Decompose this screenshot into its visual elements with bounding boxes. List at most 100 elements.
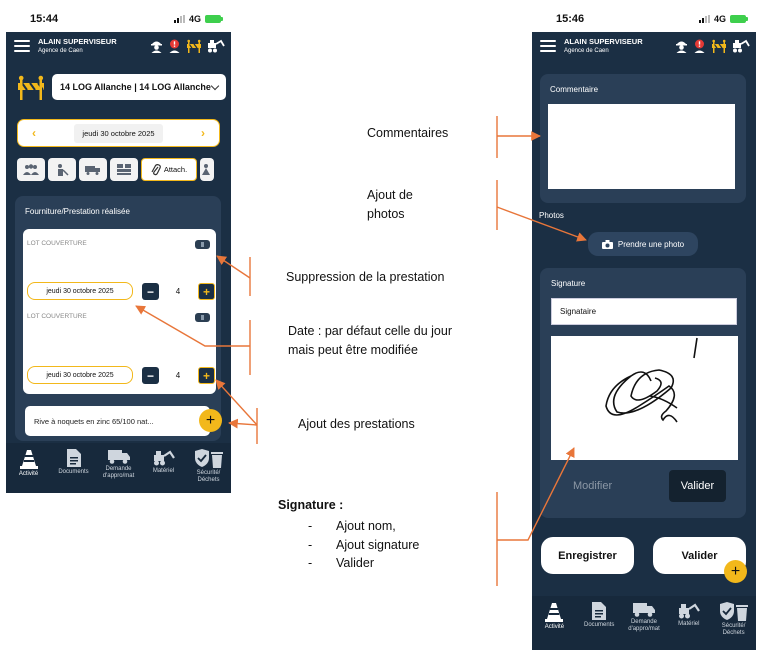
shield-trash-icon bbox=[194, 449, 223, 468]
excavator-icon bbox=[678, 603, 700, 619]
annotation-date-line1: Date : par défaut celle du jour bbox=[288, 324, 452, 338]
nav-demande[interactable]: Demande d'appro/mat bbox=[625, 602, 663, 633]
add-button[interactable]: + bbox=[724, 560, 747, 583]
previous-date-button[interactable]: ‹ bbox=[32, 126, 36, 140]
signature-title: Signature bbox=[551, 279, 586, 288]
menu-icon[interactable] bbox=[14, 40, 30, 52]
annotation-signature-item: Ajout nom, bbox=[308, 517, 419, 536]
team-icon bbox=[23, 164, 39, 175]
alert-worker-icon[interactable] bbox=[168, 39, 181, 53]
excavator-icon[interactable] bbox=[207, 39, 225, 53]
alert-worker-icon[interactable] bbox=[693, 39, 706, 53]
add-prestation-text: Rive à noquets en zinc 65/100 nat... bbox=[34, 416, 154, 426]
annotation-ajout-prestations: Ajout des prestations bbox=[298, 417, 415, 431]
user-agency: Agence de Caen bbox=[564, 47, 609, 54]
take-photo-button[interactable]: Prendre une photo bbox=[588, 232, 698, 256]
phone-screen-left: 15:44 4G ALAIN SUPERVISEUR Agence de Cae… bbox=[6, 6, 231, 493]
document-icon bbox=[66, 449, 81, 467]
take-photo-label: Prendre une photo bbox=[617, 239, 685, 249]
phone-screen-right: 15:46 4G ALAIN SUPERVISEUR Agence de Cae… bbox=[532, 6, 756, 650]
validate-signature-button[interactable]: Valider bbox=[669, 470, 726, 502]
worker-digging-icon bbox=[58, 163, 69, 176]
tab-workers[interactable] bbox=[48, 158, 76, 181]
site-select[interactable]: 14 LOG Allanche | 14 LOG Allanche bbox=[52, 74, 226, 100]
prestation-date-field[interactable]: jeudi 30 octobre 2025 bbox=[27, 282, 133, 300]
nav-documents[interactable]: Documents bbox=[55, 449, 93, 476]
network-label: 4G bbox=[713, 14, 726, 24]
nav-activite[interactable]: Activité bbox=[10, 449, 48, 478]
delete-prestation-button[interactable] bbox=[195, 240, 210, 249]
barrier-icon[interactable] bbox=[711, 39, 727, 53]
annotation-suppression: Suppression de la prestation bbox=[286, 270, 445, 284]
truck-icon bbox=[85, 166, 100, 175]
worker-icon[interactable] bbox=[675, 39, 688, 53]
traffic-cone-icon bbox=[545, 603, 564, 622]
annotation-commentaires: Commentaires bbox=[367, 126, 449, 140]
shield-trash-icon bbox=[719, 602, 748, 621]
tab-materials[interactable] bbox=[110, 158, 138, 181]
nav-materiel[interactable]: Matériel bbox=[145, 449, 183, 475]
camera-icon bbox=[601, 239, 613, 249]
increase-quantity-button[interactable]: + bbox=[198, 283, 215, 300]
bottom-navigation: Activité Documents Demande d'appro/mat M… bbox=[532, 596, 756, 650]
app-header: ALAIN SUPERVISEUR Agence de Caen bbox=[532, 32, 756, 60]
menu-icon[interactable] bbox=[540, 40, 556, 52]
nav-demande[interactable]: Demande d'appro/mat bbox=[100, 449, 138, 480]
annotation-signature: Signature : Ajout nom, Ajout signature V… bbox=[278, 496, 419, 573]
add-prestation-button[interactable]: + bbox=[199, 409, 222, 432]
app-header: ALAIN SUPERVISEUR Agence de Caen bbox=[6, 32, 231, 60]
excavator-icon bbox=[153, 450, 175, 466]
signal-icon bbox=[698, 15, 710, 23]
next-date-button[interactable]: › bbox=[200, 126, 205, 140]
increase-quantity-button[interactable]: + bbox=[198, 367, 215, 384]
nav-activite[interactable]: Activité bbox=[535, 602, 573, 631]
signer-name-input[interactable]: Signataire bbox=[551, 298, 737, 325]
user-name: ALAIN SUPERVISEUR bbox=[38, 37, 117, 47]
decrease-quantity-button[interactable]: − bbox=[142, 283, 159, 300]
comment-title: Commentaire bbox=[550, 85, 599, 94]
tab-team[interactable] bbox=[17, 158, 45, 181]
traffic-cone-icon bbox=[19, 450, 38, 469]
signal-icon bbox=[173, 15, 185, 23]
signature-drawing bbox=[605, 337, 698, 423]
excavator-icon[interactable] bbox=[732, 39, 750, 53]
truck-icon bbox=[632, 603, 655, 617]
tab-safety[interactable] bbox=[200, 158, 214, 181]
document-icon bbox=[592, 602, 607, 620]
quantity-value: 4 bbox=[175, 371, 181, 380]
user-name: ALAIN SUPERVISEUR bbox=[564, 37, 643, 47]
tab-attachments[interactable]: Attach. bbox=[141, 158, 197, 181]
nav-documents[interactable]: Documents bbox=[580, 602, 618, 629]
nav-materiel[interactable]: Matériel bbox=[670, 602, 708, 628]
signature-pad[interactable] bbox=[551, 336, 738, 460]
network-label: 4G bbox=[188, 14, 201, 24]
truck-icon bbox=[107, 450, 130, 464]
worker-safety-icon bbox=[202, 164, 210, 175]
nav-securite[interactable]: Sécurité/ Déchets bbox=[715, 602, 753, 637]
annotation-photos: Ajout de photos bbox=[367, 188, 413, 221]
status-bar: 15:46 4G bbox=[532, 6, 756, 32]
site-select-value: 14 LOG Allanche | 14 LOG Allanche bbox=[60, 82, 211, 92]
pallet-icon bbox=[117, 164, 131, 175]
annotation-signature-item: Ajout signature bbox=[308, 536, 419, 555]
comment-input[interactable] bbox=[548, 104, 735, 189]
add-prestation-field[interactable]: Rive à noquets en zinc 65/100 nat... bbox=[25, 406, 210, 436]
site-barrier-icon bbox=[18, 75, 44, 100]
nav-securite[interactable]: Sécurité/ Déchets bbox=[190, 449, 228, 484]
prestation-date-field[interactable]: jeudi 30 octobre 2025 bbox=[27, 366, 133, 384]
prestation-list: LOT COUVERTURE jeudi 30 octobre 2025 − 4… bbox=[23, 229, 216, 394]
signer-name-value: Signataire bbox=[560, 307, 597, 316]
decrease-quantity-button[interactable]: − bbox=[142, 367, 159, 384]
tab-attachments-label: Attach. bbox=[163, 165, 188, 174]
modify-signature-button[interactable]: Modifier bbox=[573, 480, 613, 492]
selected-date[interactable]: jeudi 30 octobre 2025 bbox=[74, 123, 163, 143]
worker-icon[interactable] bbox=[150, 39, 163, 53]
prestation-lot-label: LOT COUVERTURE bbox=[27, 313, 87, 320]
delete-prestation-button[interactable] bbox=[195, 313, 210, 322]
annotation-date: Date : par défaut celle du jour mais peu… bbox=[288, 322, 452, 360]
save-button[interactable]: Enregistrer bbox=[541, 537, 634, 574]
barrier-icon[interactable] bbox=[186, 39, 202, 53]
tab-delivery[interactable] bbox=[79, 158, 107, 181]
status-bar: 15:44 4G bbox=[6, 6, 231, 32]
prestation-lot-label: LOT COUVERTURE bbox=[27, 240, 87, 247]
